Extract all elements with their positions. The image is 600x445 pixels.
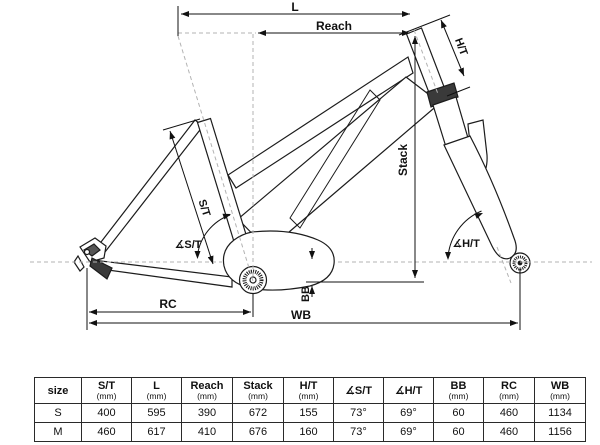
ht-bottom-ext [446, 86, 471, 97]
table-cell: 400 [81, 403, 132, 423]
label-seat-angle: ∡S/T [175, 239, 202, 251]
table-cell: 460 [81, 422, 132, 442]
table-cell: M [34, 422, 82, 442]
seat-angle-arrow-up [222, 213, 231, 220]
head-tube-axis [413, 29, 439, 95]
col-header-rc: RC(mm) [483, 377, 535, 404]
dimension-labels: L Reach Stack H/T S/T ∡S/T ∡H/T BB RC WB [159, 0, 480, 322]
header-row: size S/T(mm) L(mm) Reach(mm) Stack(mm) H… [34, 377, 586, 404]
dim-st [169, 130, 214, 265]
col-header-stack: Stack(mm) [232, 377, 284, 404]
table-cell: 390 [181, 403, 233, 423]
geometry-table: size S/T(mm) L(mm) Reach(mm) Stack(mm) H… [34, 377, 586, 442]
head-angle-arrow-up [474, 213, 483, 219]
fork-lower-leg [443, 135, 517, 260]
label-rc: RC [159, 297, 177, 311]
col-header-ht: H/T(mm) [283, 377, 334, 404]
table-cell: 160 [283, 422, 334, 442]
dropout-tab [73, 254, 85, 272]
table-cell: 676 [232, 422, 284, 442]
col-header-reach: Reach(mm) [181, 377, 233, 404]
label-reach: Reach [316, 19, 352, 33]
table-cell: 73° [333, 403, 384, 423]
arc-arrowheads [194, 213, 483, 260]
front-axle-knurl [512, 255, 528, 271]
table-cell: 1134 [534, 403, 586, 423]
col-header-l: L(mm) [131, 377, 182, 404]
col-header-seat-angle: ∡S/T [333, 377, 384, 404]
table-cell: S [34, 403, 82, 423]
frame-geometry-diagram: L Reach Stack H/T S/T ∡S/T ∡H/T BB RC WB [30, 0, 592, 330]
rear-axle [83, 248, 91, 256]
st-top-ext [162, 118, 201, 131]
table-cell: 460 [483, 422, 535, 442]
table-cell: 69° [383, 403, 434, 423]
label-l: L [291, 0, 298, 14]
table-row-size-m: M 460 617 410 676 160 73° 69° 60 460 115… [34, 422, 586, 442]
table-cell: 69° [383, 422, 434, 442]
label-head-angle: ∡H/T [452, 238, 480, 250]
bike-frame [73, 27, 531, 295]
label-wb: WB [291, 308, 311, 322]
table-cell: 73° [333, 422, 384, 442]
seat-tube-axis [177, 35, 254, 282]
bb-knurl-ring [242, 269, 264, 291]
guide-lines [30, 29, 592, 284]
table-cell: 1156 [534, 422, 586, 442]
dimension-lines [89, 11, 518, 326]
table-row-size-s: S 400 595 390 672 155 73° 69° 60 460 113… [34, 403, 586, 423]
col-header-bb: BB(mm) [433, 377, 484, 404]
top-tube [227, 56, 414, 189]
table-cell: 155 [283, 403, 334, 423]
ht-top-ext [398, 14, 451, 36]
table-cell: 595 [131, 403, 182, 423]
seat-angle-arc [197, 214, 231, 256]
table-cell: 410 [181, 422, 233, 442]
derailleur-hanger [89, 257, 113, 280]
head-angle-arrow-down [445, 252, 451, 260]
battery-panel [289, 89, 381, 229]
label-bb: BB [300, 286, 312, 302]
col-header-head-angle: ∡H/T [383, 377, 434, 404]
label-stack: Stack [396, 144, 410, 176]
seat-angle-arrow-down [194, 251, 201, 259]
col-header-size: size [34, 377, 82, 404]
table-cell: 60 [433, 403, 484, 423]
col-header-st: S/T(mm) [81, 377, 132, 404]
label-st: S/T [196, 198, 213, 218]
table-cell: 672 [232, 403, 284, 423]
table-cell: 617 [131, 422, 182, 442]
fork-crown [426, 82, 459, 108]
dim-ht [440, 19, 465, 77]
table-cell: 460 [483, 403, 535, 423]
table-cell: 60 [433, 422, 484, 442]
col-header-wb: WB(mm) [534, 377, 586, 404]
chain-stay [92, 259, 233, 288]
